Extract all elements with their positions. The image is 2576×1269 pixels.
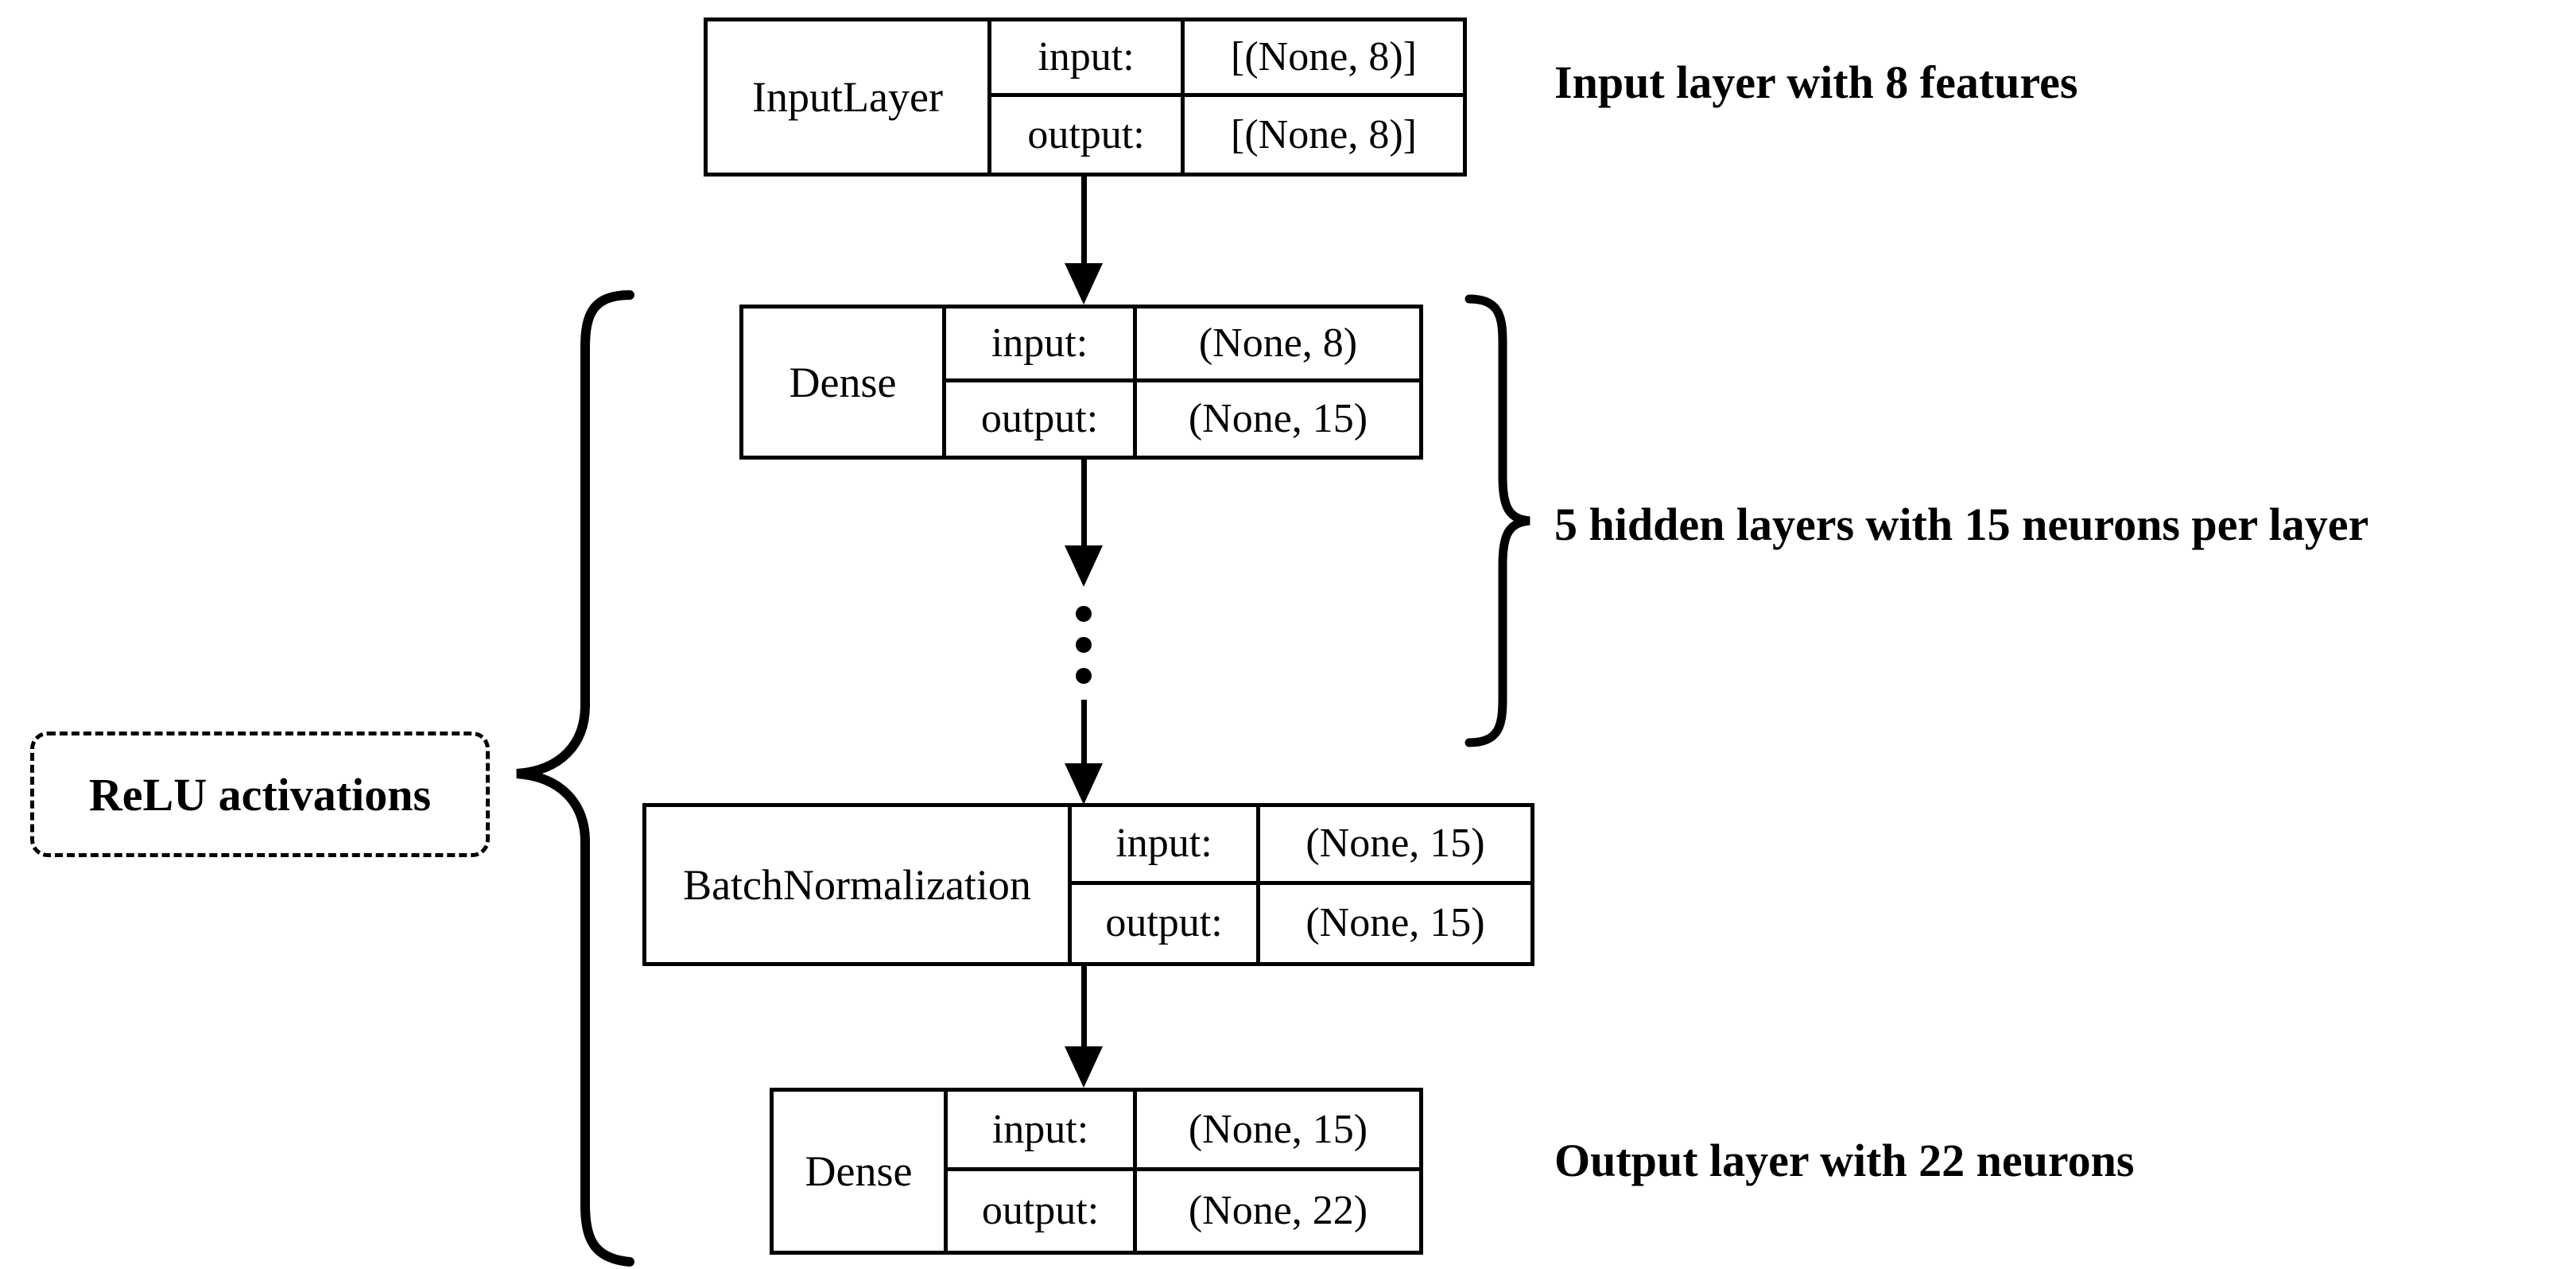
arrow-head-icon xyxy=(1065,545,1103,587)
ellipsis-dot xyxy=(1076,606,1092,622)
layer-name-dense-output: Dense xyxy=(774,1092,948,1251)
io-value-input-shape: [(None, 8)] xyxy=(1231,34,1417,80)
layer-io-block-batch-normalization: input: (None, 15) output: (None, 15) xyxy=(1072,807,1530,962)
ellipsis-dot xyxy=(1076,668,1092,684)
layer-io-row-input: input: (None, 15) xyxy=(948,1092,1419,1171)
io-label-output: output: xyxy=(1072,884,1260,962)
ellipsis-dot xyxy=(1076,637,1092,653)
layer-io-block-input-layer: input: [(None, 8)] output: [(None, 8)] xyxy=(991,21,1463,173)
relu-activations-label: ReLU activations xyxy=(88,768,432,821)
io-value-output-shape: [(None, 8)] xyxy=(1231,111,1417,157)
arrow-line xyxy=(1081,966,1087,1052)
annotation-hidden-layers: 5 hidden layers with 15 neurons per laye… xyxy=(1554,499,2369,550)
layer-io-row-input: input: (None, 8) xyxy=(946,309,1419,382)
layer-io-row-output: output: (None, 15) xyxy=(1072,884,1530,962)
layer-io-row-output: output: (None, 22) xyxy=(948,1171,1419,1251)
arrow-dense-to-ellipsis xyxy=(1065,460,1103,587)
layer-box-dense-hidden: Dense input: (None, 8) output: (None, 15… xyxy=(739,305,1423,460)
arrow-line xyxy=(1081,177,1087,268)
arrow-head-icon xyxy=(1065,263,1103,305)
layer-box-input-layer: InputLayer input: [(None, 8)] output: [(… xyxy=(704,17,1467,177)
io-label-output: output: xyxy=(991,97,1185,173)
brace-right-icon xyxy=(1465,294,1530,747)
io-label-input: input: xyxy=(948,1092,1137,1167)
io-value-output-shape: (None, 15) xyxy=(1188,395,1368,441)
arrow-ellipsis-to-batchnorm xyxy=(1065,700,1103,805)
arrow-head-icon xyxy=(1065,1046,1103,1088)
io-value-input-shape: (None, 8) xyxy=(1198,320,1358,366)
io-value-input-shape: (None, 15) xyxy=(1305,821,1485,867)
arrow-head-icon xyxy=(1065,763,1103,805)
layer-name-batch-normalization: BatchNormalization xyxy=(646,807,1072,962)
io-label-input: input: xyxy=(991,21,1185,93)
layer-box-batch-normalization: BatchNormalization input: (None, 15) out… xyxy=(642,803,1534,966)
arrow-line xyxy=(1081,460,1087,553)
io-label-input: input: xyxy=(946,309,1137,378)
io-value-input-shape: (None, 15) xyxy=(1188,1106,1368,1152)
brace-hidden-layers xyxy=(1463,294,1534,747)
arrow-batchnorm-to-dense-output xyxy=(1065,966,1103,1088)
layer-io-row-input: input: (None, 15) xyxy=(1072,807,1530,885)
io-label-input: input: xyxy=(1072,807,1260,881)
annotation-input-layer: Input layer with 8 features xyxy=(1554,56,2078,108)
layer-name-dense-hidden: Dense xyxy=(743,309,946,456)
layer-box-dense-output: Dense input: (None, 15) output: (None, 2… xyxy=(770,1088,1423,1255)
io-value-output-shape: (None, 15) xyxy=(1305,900,1485,946)
layer-io-block-dense-output: input: (None, 15) output: (None, 22) xyxy=(948,1092,1419,1251)
vertical-ellipsis xyxy=(1076,606,1092,684)
layer-io-row-output: output: [(None, 8)] xyxy=(991,97,1463,173)
arrow-line xyxy=(1081,700,1087,771)
io-label-output: output: xyxy=(948,1171,1137,1251)
brace-relu-activations xyxy=(509,290,636,1268)
io-value-output-shape: (None, 22) xyxy=(1188,1188,1368,1233)
relu-activations-box: ReLU activations xyxy=(30,732,490,857)
layer-io-block-dense-hidden: input: (None, 8) output: (None, 15) xyxy=(946,309,1419,456)
io-label-output: output: xyxy=(946,382,1137,456)
layer-name-input-layer: InputLayer xyxy=(708,21,991,173)
layer-io-row-input: input: [(None, 8)] xyxy=(991,21,1463,97)
brace-left-icon xyxy=(516,290,634,1267)
arrow-input-to-dense xyxy=(1065,177,1103,305)
annotation-output-layer: Output layer with 22 neurons xyxy=(1554,1135,2135,1186)
layer-io-row-output: output: (None, 15) xyxy=(946,382,1419,456)
